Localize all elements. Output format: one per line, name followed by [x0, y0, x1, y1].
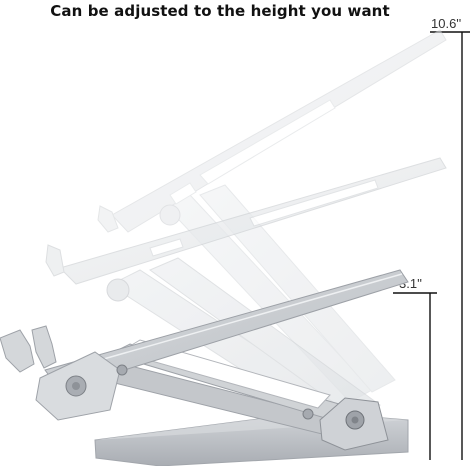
stand-position-highest — [97, 29, 447, 403]
headline: Can be adjusted to the height you want — [50, 2, 390, 20]
max-height-dimension-line — [430, 31, 470, 460]
max-height-label: 10.6'' — [431, 16, 462, 31]
min-height-dimension-line — [393, 292, 437, 460]
stand-position-lowest — [0, 269, 409, 466]
